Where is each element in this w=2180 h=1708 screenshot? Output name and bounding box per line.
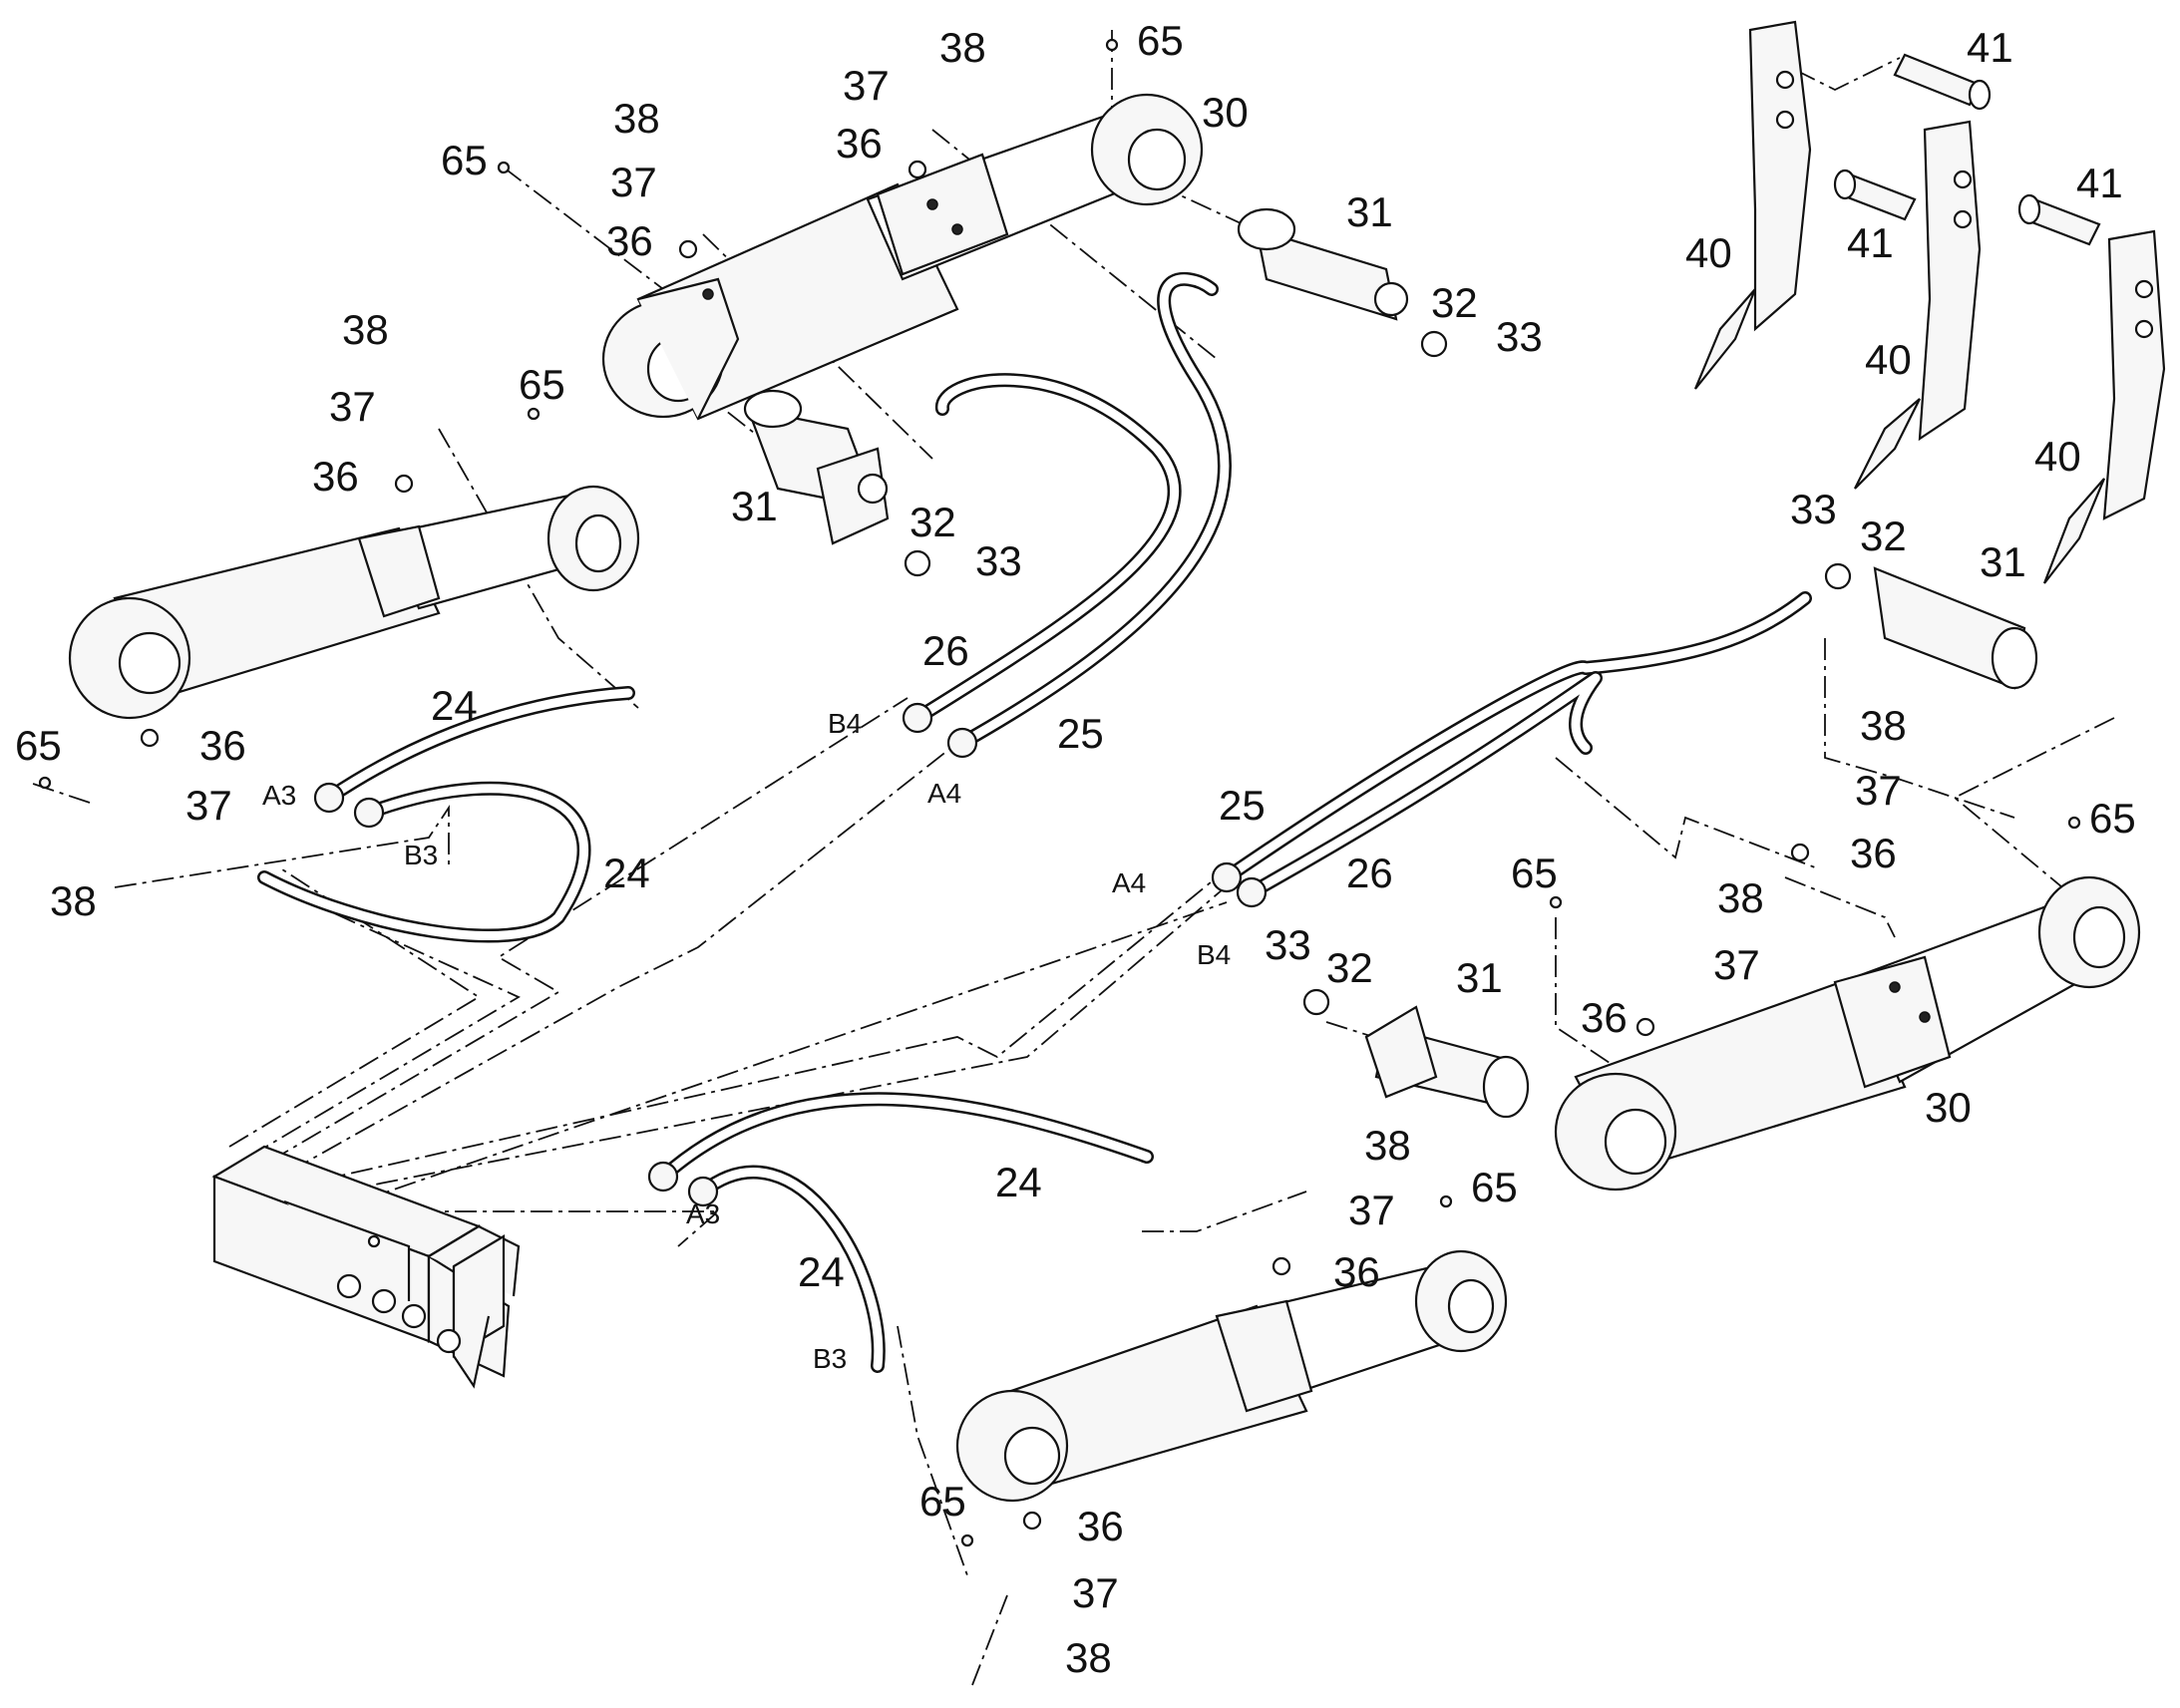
label-65-mid: 65 xyxy=(1511,850,1558,896)
cylinder-left xyxy=(68,485,640,720)
label-36-right: 36 xyxy=(1850,830,1897,876)
label-38-left: 38 xyxy=(342,306,389,353)
label-24-left-upper: 24 xyxy=(431,682,478,729)
label-30-top: 30 xyxy=(1202,89,1249,136)
label-65-left: 65 xyxy=(519,361,565,408)
small-hardware xyxy=(38,38,2081,1547)
port-labels: A3 B3 B4 A4 A4 B4 A3 B3 xyxy=(262,708,1231,1374)
port-a3-bottom: A3 xyxy=(686,1198,720,1229)
control-valve-block xyxy=(211,1145,521,1389)
label-26-right: 26 xyxy=(1346,850,1393,896)
part-callouts: 30 65 38 37 36 38 65 37 36 31 32 33 31 3… xyxy=(15,17,2136,1681)
port-b4-right: B4 xyxy=(1197,939,1231,970)
label-36-mid: 36 xyxy=(1581,994,1628,1041)
label-31-right: 31 xyxy=(1980,538,2026,585)
label-37-left: 37 xyxy=(329,383,376,430)
label-36-top-left: 36 xyxy=(606,217,653,264)
label-38-bottom-left: 38 xyxy=(1065,1634,1112,1681)
label-41-c: 41 xyxy=(1847,219,1894,266)
label-37-bottom-left: 37 xyxy=(1072,1569,1119,1616)
label-24-bottom-upper: 24 xyxy=(995,1159,1042,1205)
label-38-left-bottom: 38 xyxy=(50,877,97,924)
pin-housings xyxy=(743,207,2038,1119)
label-40-b: 40 xyxy=(1865,336,1912,383)
cylinder-right xyxy=(1554,875,2141,1192)
label-36-top: 36 xyxy=(836,120,883,167)
hoses xyxy=(257,271,1812,1373)
label-33-top-center: 33 xyxy=(975,537,1022,584)
label-40-c: 40 xyxy=(2034,433,2081,480)
port-b4-top: B4 xyxy=(828,708,862,739)
ripper-teeth xyxy=(1693,20,2166,584)
label-36-bottom: 36 xyxy=(1333,1248,1380,1295)
label-32-mid: 32 xyxy=(1326,944,1373,991)
label-26-top: 26 xyxy=(922,627,969,674)
tooth-pins xyxy=(1833,53,2101,246)
label-25-right: 25 xyxy=(1219,782,1266,829)
label-33-mid: 33 xyxy=(1265,921,1311,968)
label-37-left-bottom: 37 xyxy=(185,782,232,829)
cylinder-bottom xyxy=(955,1249,1508,1503)
label-40-a: 40 xyxy=(1685,229,1732,276)
label-31-top-center: 31 xyxy=(731,483,778,529)
label-65-left-bottom: 65 xyxy=(15,722,62,769)
hose-fittings xyxy=(313,702,1268,1207)
label-32-top-center: 32 xyxy=(909,499,956,545)
label-38-mid: 38 xyxy=(1717,874,1764,921)
label-41-a: 41 xyxy=(1967,24,2013,71)
label-33-right: 33 xyxy=(1790,486,1837,532)
label-24-bottom-lower: 24 xyxy=(798,1248,845,1295)
port-a4-right: A4 xyxy=(1112,867,1146,898)
label-37-top-left: 37 xyxy=(610,159,657,205)
port-b3-bottom: B3 xyxy=(813,1343,847,1374)
label-33-top-right: 33 xyxy=(1496,313,1543,360)
label-41-b: 41 xyxy=(2076,160,2123,206)
label-65-top-right: 65 xyxy=(1137,17,1184,64)
label-65-top-left: 65 xyxy=(441,137,488,183)
port-b3-left: B3 xyxy=(404,840,438,870)
label-32-right: 32 xyxy=(1860,512,1907,559)
label-38-bottom: 38 xyxy=(1364,1122,1411,1169)
label-38-top-left: 38 xyxy=(613,95,660,142)
label-32-top-right: 32 xyxy=(1431,279,1478,326)
label-65-bottom-left: 65 xyxy=(919,1478,966,1525)
label-65-right: 65 xyxy=(2089,795,2136,842)
cylinder-top xyxy=(601,93,1204,421)
label-37-mid: 37 xyxy=(1713,941,1760,988)
label-37-right: 37 xyxy=(1855,767,1902,814)
label-24-left-lower: 24 xyxy=(603,850,650,896)
label-65-bottom: 65 xyxy=(1471,1164,1518,1210)
port-a3-left: A3 xyxy=(262,780,296,811)
label-31-mid: 31 xyxy=(1456,954,1503,1001)
label-31-top-right: 31 xyxy=(1346,188,1393,235)
label-36-left: 36 xyxy=(312,453,359,500)
label-36-bottom-left: 36 xyxy=(1077,1503,1124,1549)
label-38-top: 38 xyxy=(939,24,986,71)
label-38-right: 38 xyxy=(1860,702,1907,749)
label-36-left-bottom: 36 xyxy=(199,722,246,769)
label-25-top: 25 xyxy=(1057,710,1104,757)
label-37-bottom: 37 xyxy=(1348,1187,1395,1233)
label-30-right: 30 xyxy=(1925,1084,1972,1131)
label-37-top: 37 xyxy=(843,62,890,109)
port-a4-top: A4 xyxy=(927,778,961,809)
